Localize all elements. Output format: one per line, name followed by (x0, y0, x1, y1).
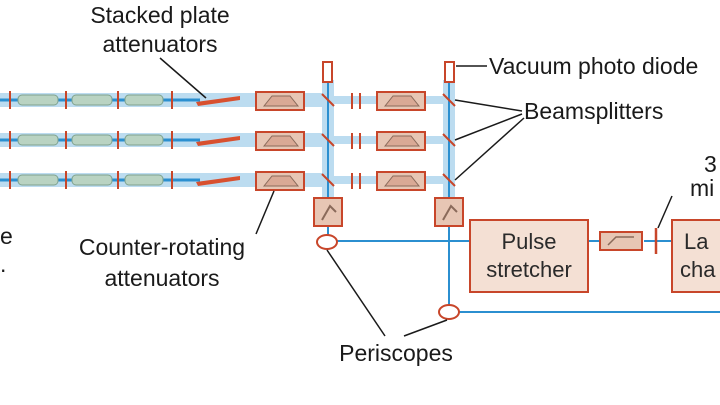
rod-segments (17, 94, 164, 186)
stacked-plate-3 (196, 176, 240, 186)
label-stacked-plate-2: attenuators (102, 31, 217, 57)
pulse-stretcher-label-1: Pulse (501, 229, 556, 254)
leader-mirror (657, 195, 673, 229)
label-right-fragment-2: mi (690, 175, 714, 201)
leader-stacked-plate (159, 57, 207, 99)
label-counter-rotating-2: attenuators (104, 265, 219, 291)
label-periscopes: Periscopes (339, 340, 453, 366)
beam-ticks (9, 91, 173, 189)
periscope-1 (316, 234, 338, 250)
leader-periscope-2 (403, 319, 448, 337)
label-vacuum-photo-diode: Vacuum photo diode (489, 53, 698, 79)
label-left-fragment-1: e (0, 223, 13, 249)
laser-chain-label-2: cha (680, 257, 716, 282)
label-counter-rotating-1: Counter-rotating (79, 234, 245, 260)
label-beamsplitters: Beamsplitters (524, 98, 663, 124)
stacked-plate-attenuators (196, 96, 240, 186)
attenuator-1-1 (255, 91, 305, 111)
photo-diode-1 (322, 61, 333, 83)
fold-mirrors (313, 197, 464, 227)
attenuator-2-1 (376, 91, 426, 111)
leader-counter-rotating (255, 190, 275, 235)
output-beams (336, 240, 720, 313)
fold-mirror-2 (434, 197, 464, 227)
rod-row-3 (17, 174, 164, 186)
attenuator-2-2 (376, 131, 426, 151)
pulse-stretcher: Pulse stretcher (469, 219, 589, 293)
leader-beamsplitter-2 (454, 113, 523, 141)
vacuum-photo-diodes (322, 61, 455, 83)
counter-rotating-attenuators-col2 (376, 91, 426, 191)
label-left-fragment-2: . (0, 251, 6, 277)
laser-chain-label-1: La (684, 229, 709, 254)
fold-mirror-1 (313, 197, 343, 227)
laser-chain: La cha (671, 219, 720, 293)
pulse-stretcher-label-2: stretcher (486, 257, 572, 282)
photo-diode-2 (444, 61, 455, 83)
attenuator-2-3 (376, 171, 426, 191)
leader-beamsplitter-3 (454, 117, 525, 181)
leader-lines (159, 57, 673, 337)
leader-periscope-1 (326, 249, 386, 337)
stacked-plate-2 (196, 136, 240, 146)
label-stacked-plate-1: Stacked plate (90, 2, 229, 28)
stacked-plate-1 (196, 96, 240, 106)
slits (351, 93, 361, 189)
label-right-fragment-1: 3 (704, 151, 717, 177)
counter-rotating-attenuators-col1 (255, 91, 305, 191)
attenuator-1-2 (255, 131, 305, 151)
rod-row-1 (17, 94, 164, 106)
periscope-2 (438, 304, 460, 320)
inline-attenuator (599, 231, 643, 251)
periscopes (316, 234, 460, 320)
leader-beamsplitter-1 (454, 99, 523, 112)
beamsplitters (321, 93, 456, 187)
vertical-beams (322, 80, 455, 312)
rod-row-2 (17, 134, 164, 146)
attenuator-1-3 (255, 171, 305, 191)
